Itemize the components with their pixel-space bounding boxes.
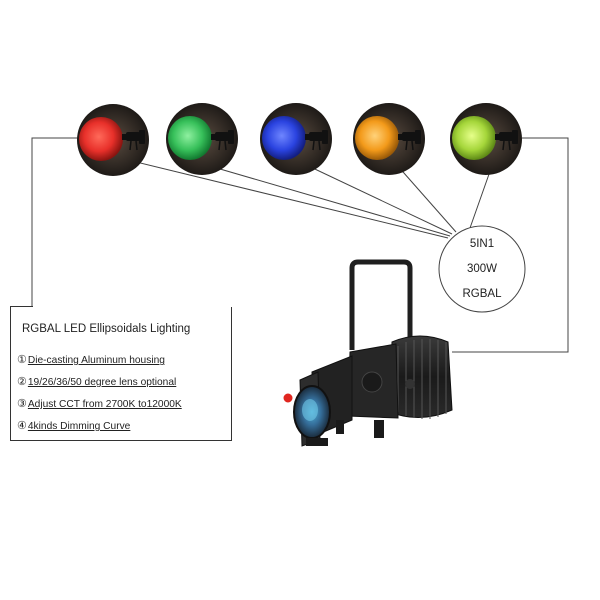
feature-number: ③ [17,398,27,410]
left-frame-line [31,137,78,308]
spotlight-silhouette-icon [211,130,234,151]
feature-text: Die-casting Aluminum housing [27,355,165,366]
spotlight-silhouette-icon [305,130,328,151]
color-sample-red [77,104,149,176]
badge-line-3: RGBAL [462,288,502,300]
spec-badge-circle [438,225,526,313]
color-sample-amber [353,103,425,175]
marker-dot [282,392,294,404]
line-blue [299,161,453,235]
feature-number: ① [17,354,27,366]
line-green [195,161,451,237]
spotlight-silhouette-icon [122,130,145,151]
badge-line-1: 5IN1 [469,238,495,250]
color-sample-blue [260,103,332,175]
spec-title: RGBAL LED Ellipsoidals Lighting [22,323,191,335]
connector-lines [31,137,569,353]
spec-box: RGBAL LED Ellipsoidals Lighting ①Die-cas… [10,306,233,441]
color-sample-lime [450,103,522,175]
right-frame-line [452,137,569,353]
feature-item-1: ①Die-casting Aluminum housing [17,353,165,366]
feature-text: Adjust CCT from 2700K to12000K [27,399,182,410]
line-red [119,157,449,239]
feature-item-4: ④4kinds Dimming Curve [17,419,130,432]
spotlight-silhouette-icon [495,130,518,151]
feature-text: 4kinds Dimming Curve [27,421,131,432]
badge-line-2: 300W [466,263,498,275]
spotlight-silhouette-icon [398,130,421,151]
feature-item-2: ②19/26/36/50 degree lens optional [17,375,176,388]
feature-text: 19/26/36/50 degree lens optional [27,377,177,388]
feature-number: ④ [17,420,27,432]
color-samples [77,103,522,176]
line-amber [395,163,457,233]
feature-number: ② [17,376,27,388]
feature-item-3: ③Adjust CCT from 2700K to12000K [17,397,182,410]
color-sample-green [166,103,238,175]
ellipsoidal-spotlight-icon [293,259,453,447]
